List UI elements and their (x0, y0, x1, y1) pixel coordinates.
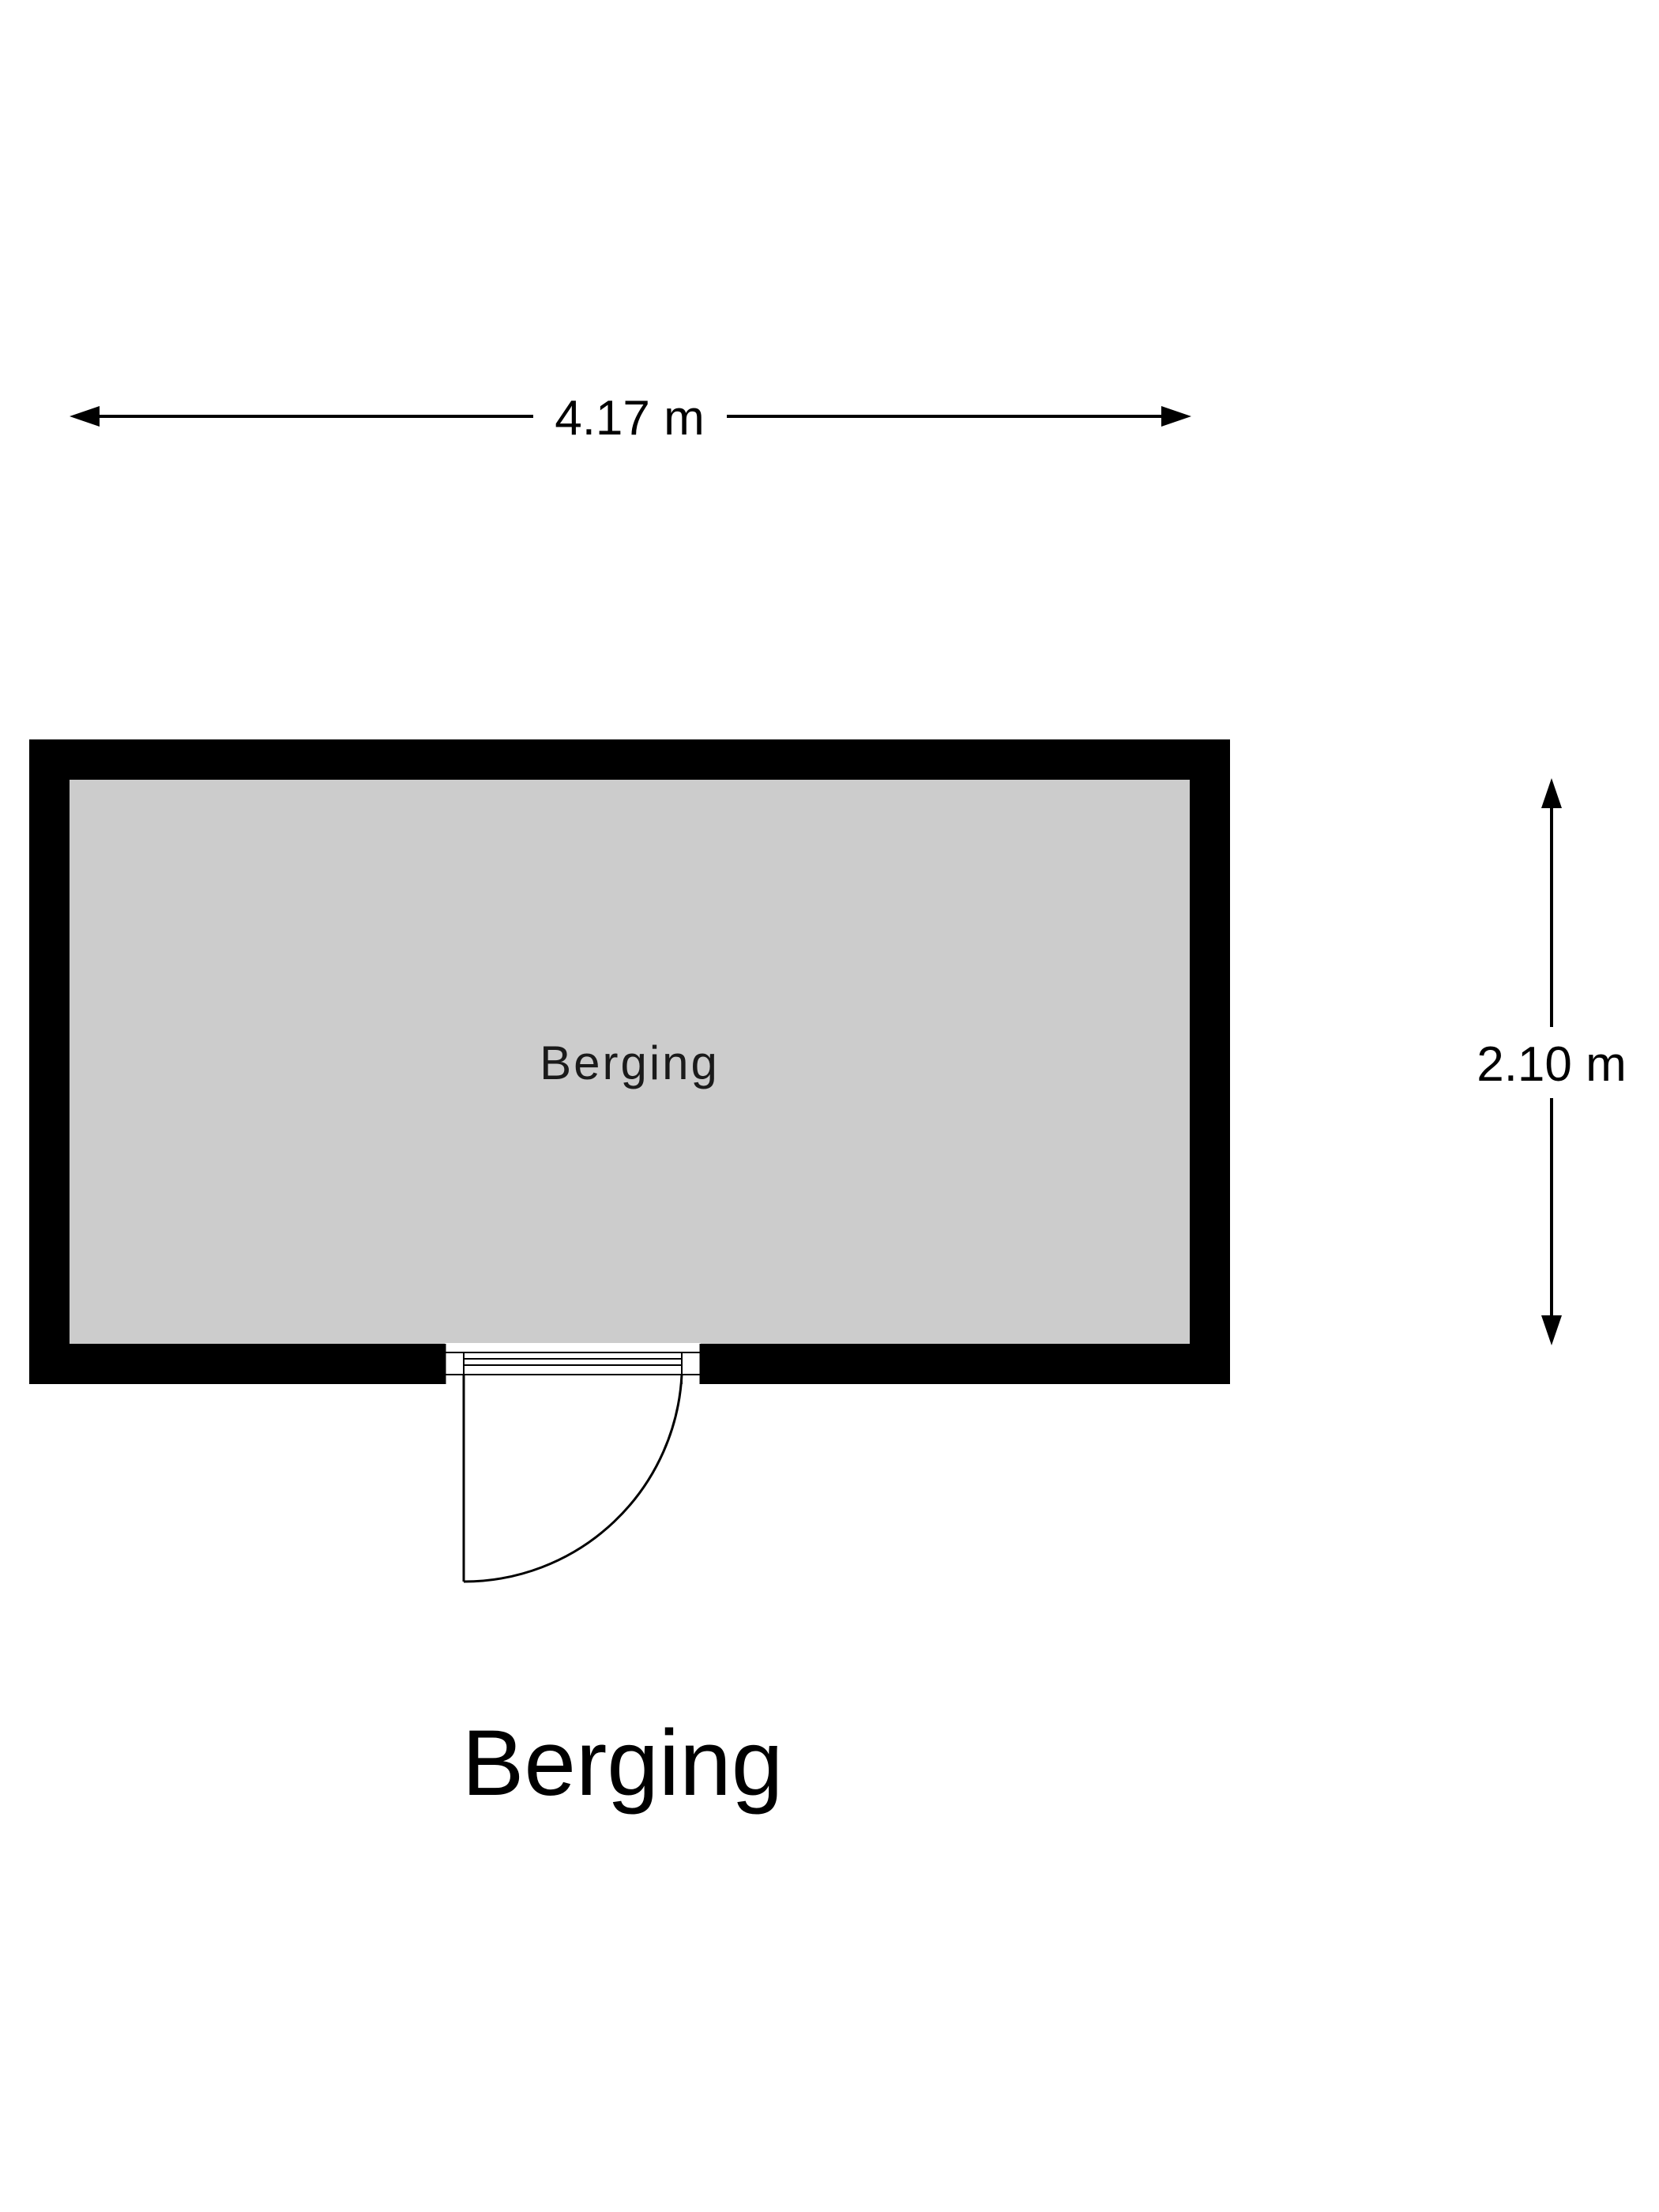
door-swing-arc (463, 1374, 683, 1583)
width-dimension-label: 4.17 m (555, 391, 705, 446)
door-opening (445, 1343, 701, 1385)
width-dimension: 4.17 m (70, 391, 1191, 446)
room-label: Berging (540, 1036, 720, 1089)
room-berging: Berging (29, 739, 1230, 1583)
depth-arrow-bottom-icon (1541, 1315, 1562, 1345)
width-arrow-left-icon (70, 406, 100, 427)
width-arrow-right-icon (1161, 406, 1191, 427)
room-floor (70, 780, 1190, 1344)
depth-arrow-top-icon (1541, 778, 1562, 808)
plan-title: Berging (462, 1711, 784, 1815)
depth-dimension: 2.10 m (1477, 778, 1627, 1345)
depth-dimension-label: 2.10 m (1477, 1037, 1627, 1092)
